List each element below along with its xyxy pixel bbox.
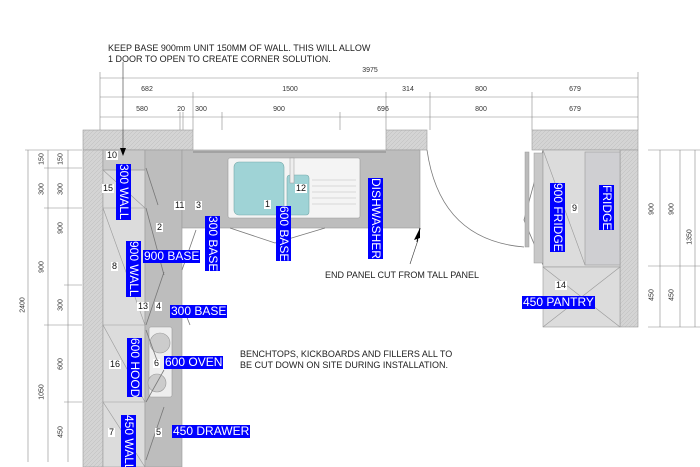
dim: 679	[569, 106, 581, 113]
burner	[149, 332, 171, 354]
label-600-oven: 600 OVEN	[164, 355, 224, 369]
label-450-pantry: 450 PANTRY	[522, 295, 595, 309]
tap	[289, 157, 295, 184]
dim: 679	[569, 86, 581, 93]
dim: 900	[668, 203, 676, 215]
top-dimension-lines	[99, 72, 639, 130]
end-panel-leader	[409, 239, 419, 265]
benchtop-note-line-2: BE CUT DOWN ON SITE DURING INSTALLATION.	[240, 360, 449, 370]
item-number: 11	[174, 200, 186, 210]
label-300-wall: 300 WALL	[116, 164, 131, 220]
label-fridge: FRIDGE	[599, 185, 614, 231]
dim: 450	[57, 426, 65, 438]
dim-right-total: 1350	[686, 229, 694, 245]
end-panel-arrowhead	[414, 228, 420, 240]
dim: 800	[475, 106, 487, 113]
dim: 20	[177, 106, 185, 113]
label-300-base: 300 BASE	[170, 304, 228, 318]
item-number: 7	[108, 427, 116, 437]
dim: 150	[57, 153, 65, 165]
dim: 314	[402, 86, 414, 93]
dim: 1050	[38, 384, 46, 400]
item-number: 9	[571, 203, 579, 213]
dim: 300	[57, 183, 65, 195]
dim: 682	[141, 86, 153, 93]
item-number: 2	[156, 222, 164, 232]
fridge-door-panel	[524, 151, 530, 248]
dim: 300	[38, 183, 46, 195]
corner-note-line-1: KEEP BASE 900mm UNIT 150MM OF WALL. THIS…	[108, 43, 371, 53]
dim: 450	[648, 289, 656, 301]
sink-bowl-large	[233, 161, 285, 216]
dim-total-height: 2400	[19, 297, 27, 313]
label-300-base-corner: 300 BASE	[205, 216, 220, 272]
item-number: 16	[109, 359, 122, 369]
label-900-wall: 900 WALL	[126, 241, 141, 297]
dim: 600	[57, 358, 65, 370]
corner-note-arrowhead	[120, 148, 126, 156]
dim: 900	[57, 222, 65, 234]
dim: 450	[668, 289, 676, 301]
dim: 300	[57, 299, 65, 311]
dim: 696	[377, 106, 389, 113]
dim: 800	[475, 86, 487, 93]
right-dimension-lines	[648, 149, 700, 328]
item-number: 5	[155, 427, 163, 437]
label-dishwasher: DISHWASHER	[368, 178, 383, 259]
drainer	[312, 179, 356, 205]
label-900-base: 900 BASE	[143, 249, 201, 263]
dim: 900	[648, 203, 656, 215]
benchtop-note-line-1: BENCHTOPS, KICKBOARDS AND FILLERS ALL TO	[240, 349, 453, 359]
item-number: 10	[106, 150, 119, 160]
item-number: 4	[155, 301, 163, 311]
dim: 300	[195, 106, 207, 113]
item-number: 13	[137, 301, 150, 311]
dim: 1500	[282, 86, 298, 93]
item-number: 1	[264, 199, 272, 209]
dim: 150	[38, 153, 46, 165]
label-600-base: 600 BASE	[276, 206, 291, 262]
dim: 580	[136, 106, 148, 113]
left-dimension-lines	[25, 149, 82, 462]
label-450-drawer: 450 DRAWER	[172, 424, 251, 438]
walls	[82, 129, 639, 467]
item-number: 3	[195, 200, 203, 210]
item-number: 14	[555, 280, 568, 290]
item-number: 12	[295, 183, 308, 193]
end-panel	[533, 152, 544, 264]
end-panel-note: END PANEL CUT FROM TALL PANEL	[325, 270, 480, 280]
label-900-fridge: 900 FRIDGE	[550, 183, 565, 252]
corner-note-line-2: 1 DOOR TO OPEN TO CREATE CORNER SOLUTION…	[108, 54, 331, 64]
item-number: 15	[102, 183, 115, 193]
item-number: 8	[111, 261, 119, 271]
dim-overall: 3975	[362, 67, 378, 74]
dim: 900	[273, 106, 285, 113]
label-450-wall: 450 WALL	[121, 415, 136, 467]
item-number: 6	[153, 358, 161, 368]
dim: 900	[38, 261, 46, 273]
label-600-hood: 600 HOOD	[127, 338, 142, 398]
